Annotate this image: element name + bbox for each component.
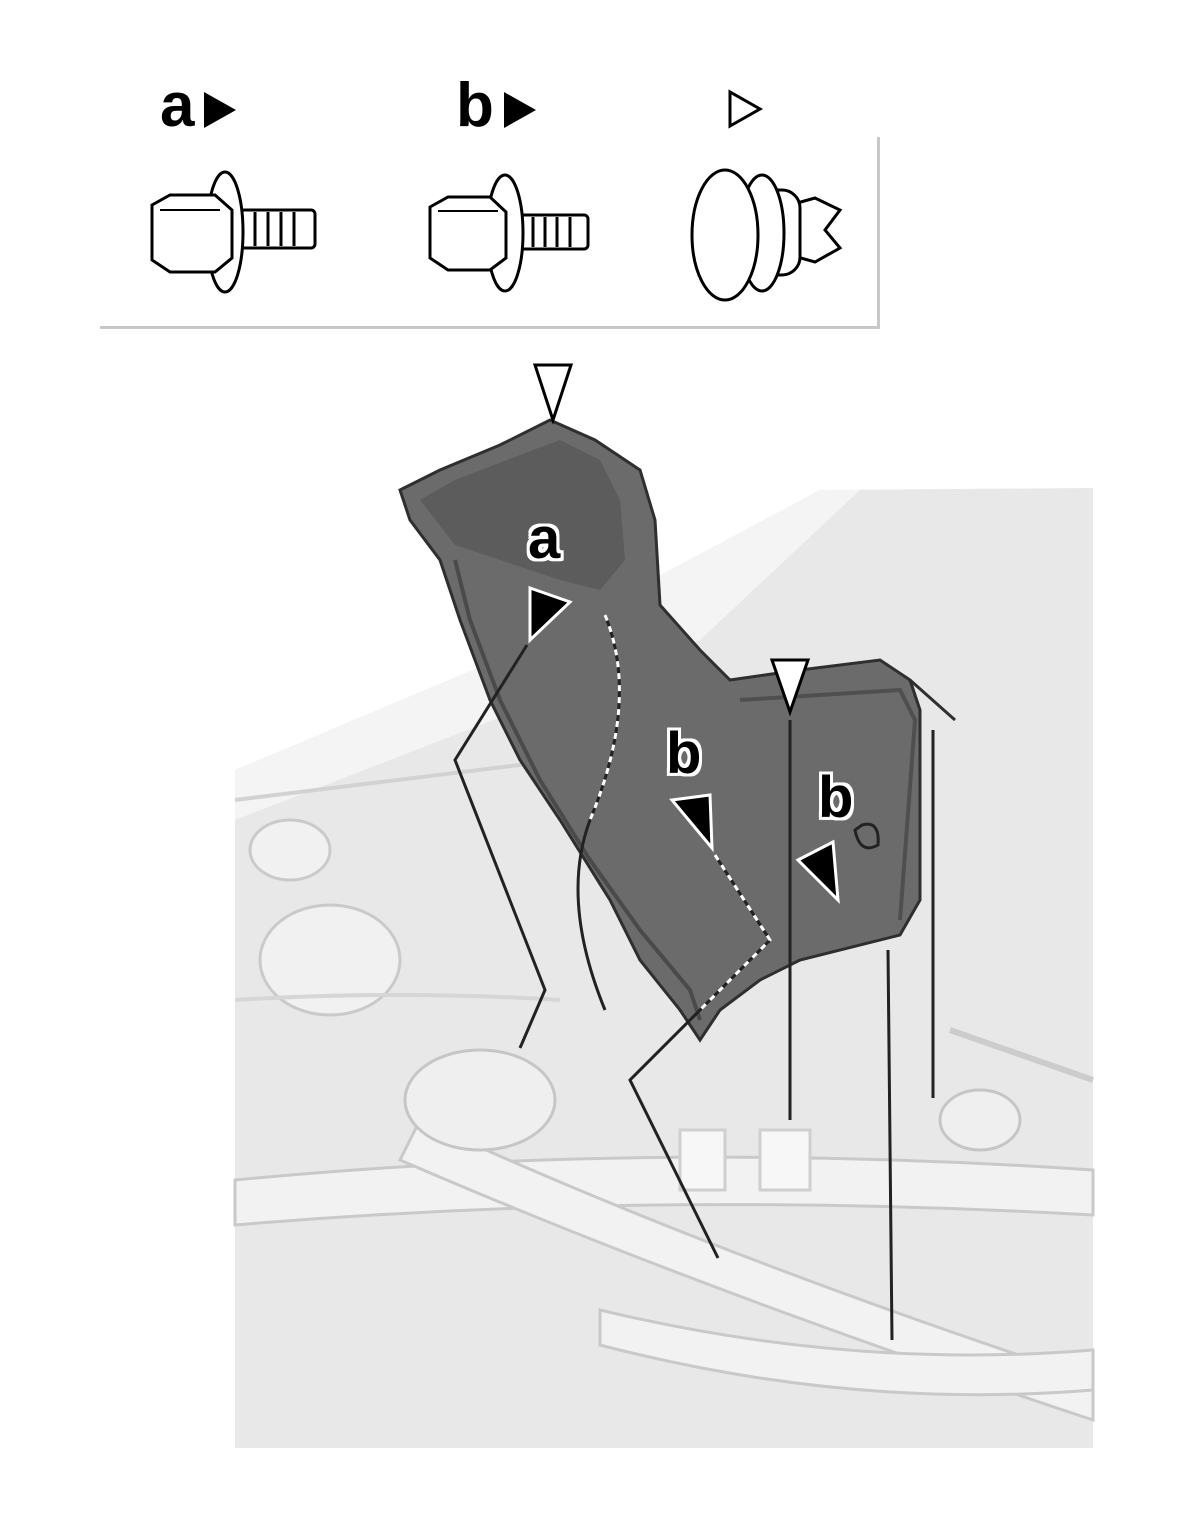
callout-b: b xyxy=(666,721,702,786)
bolt-a-icon xyxy=(150,170,317,294)
open-triangle-icon xyxy=(769,658,811,717)
filled-triangle-icon xyxy=(503,91,536,128)
filled-triangle-icon xyxy=(795,839,840,904)
legend-frame-right xyxy=(877,137,880,329)
filled-triangle-icon xyxy=(669,793,714,853)
legend-label-a: a xyxy=(160,70,237,141)
dashed-guide-lines xyxy=(588,614,772,1012)
filled-triangle-icon xyxy=(204,91,237,128)
callout-b: b xyxy=(818,765,854,830)
clip-icon xyxy=(690,168,843,302)
legend-letter-b: b xyxy=(456,71,494,140)
legend-frame-bottom xyxy=(100,326,880,329)
filled-triangle-icon xyxy=(528,585,573,644)
open-triangle-icon xyxy=(728,89,764,129)
callout-a: a xyxy=(528,506,561,571)
legend-label-b: b xyxy=(456,70,536,141)
legend-letter-a: a xyxy=(160,71,195,140)
bolt-b-icon xyxy=(428,173,590,293)
open-triangle-icon xyxy=(532,363,574,425)
